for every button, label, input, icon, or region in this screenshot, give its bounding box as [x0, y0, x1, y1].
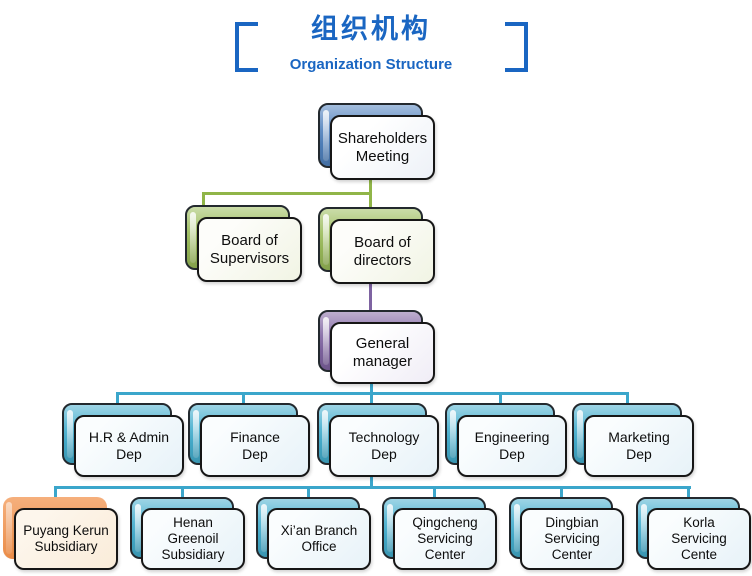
node-label: H.R & Admin Dep: [88, 429, 170, 462]
node-label: Technology Dep: [348, 429, 420, 462]
node-front-shape: H.R & Admin Dep: [74, 415, 184, 477]
node-front-shape: General manager: [330, 322, 435, 384]
node-front-shape: Xi’an Branch Office: [267, 508, 371, 570]
connector-dep-drop-2: [242, 392, 245, 406]
node-front-shape: Qingcheng Servicing Center: [393, 508, 497, 570]
page-title-english: Organization Structure: [289, 56, 453, 73]
node-front-shape: Korla Servicing Cente: [647, 508, 751, 570]
connector-technology-down: [370, 468, 373, 488]
connector-directors-to-gm: [369, 272, 372, 316]
org-node-dingbian-servicing-center: Dingbian Servicing Center: [509, 497, 624, 570]
connector-bottom-drop-2: [181, 486, 184, 502]
connector-supervisors-drop: [202, 192, 205, 212]
org-node-engineering-dep: Engineering Dep: [445, 403, 567, 477]
connector-bottom-drop-5: [560, 486, 563, 502]
page-title-chinese: 组织机构: [311, 14, 431, 44]
node-front-shape: Board of Supervisors: [197, 217, 302, 282]
node-label: Korla Servicing Cente: [671, 515, 727, 562]
org-node-board-of-supervisors: Board of Supervisors: [185, 205, 302, 282]
node-front-shape: Finance Dep: [200, 415, 310, 477]
node-front-shape: Board of directors: [330, 219, 435, 284]
connector-dep-drop-5: [626, 392, 629, 406]
node-front-shape: Dingbian Servicing Center: [520, 508, 624, 570]
connector-bottom-drop-3: [307, 486, 310, 502]
node-front-shape: Henan Greenoil Subsidiary: [141, 508, 245, 570]
node-label: Finance Dep: [230, 429, 280, 462]
org-node-finance-dep: Finance Dep: [188, 403, 310, 477]
node-label: Board of directors: [353, 233, 412, 269]
node-label: Puyang Kerun Subsidiary: [23, 523, 109, 554]
org-node-general-manager: General manager: [318, 310, 435, 384]
org-node-technology-dep: Technology Dep: [317, 403, 439, 477]
connector-bottom-drop-6: [687, 486, 690, 502]
node-front-shape: Technology Dep: [329, 415, 439, 477]
node-front-shape: Marketing Dep: [584, 415, 694, 477]
org-node-board-of-directors: Board of directors: [318, 207, 435, 284]
connector-shareholders-down: [369, 166, 372, 212]
node-label: General manager: [352, 335, 413, 370]
connector-bottom-drop-4: [433, 486, 436, 502]
connector-dep-drop-4: [499, 392, 502, 406]
node-label: Shareholders Meeting: [337, 129, 428, 165]
connector-bottom-drop-1: [54, 486, 57, 502]
node-label: Marketing Dep: [608, 429, 670, 462]
right-bracket-decoration: [505, 22, 528, 72]
node-label: Board of Supervisors: [209, 231, 290, 267]
connector-level2-horizontal: [202, 192, 372, 195]
node-label: Engineering Dep: [474, 429, 550, 462]
org-node-shareholders-meeting: Shareholders Meeting: [318, 103, 435, 180]
node-label: Dingbian Servicing Center: [544, 515, 600, 562]
org-node-hr-admin-dep: H.R & Admin Dep: [62, 403, 184, 477]
node-front-shape: Shareholders Meeting: [330, 115, 435, 180]
node-label: Henan Greenoil Subsidiary: [161, 515, 225, 562]
node-front-shape: Engineering Dep: [457, 415, 567, 477]
connector-bottom-horizontal: [54, 486, 691, 489]
left-bracket-decoration: [235, 22, 258, 72]
org-node-korla-servicing-center: Korla Servicing Cente: [636, 497, 751, 570]
org-node-puyang-kerun-subsidiary: Puyang Kerun Subsidiary: [3, 497, 118, 570]
connector-dep-drop-1: [116, 392, 119, 406]
node-label: Qingcheng Servicing Center: [412, 515, 478, 562]
org-node-marketing-dep: Marketing Dep: [572, 403, 694, 477]
org-node-henan-greenoil-subsidiary: Henan Greenoil Subsidiary: [130, 497, 245, 570]
node-label: Xi’an Branch Office: [280, 523, 358, 554]
org-node-qingcheng-servicing-center: Qingcheng Servicing Center: [382, 497, 497, 570]
node-front-shape: Puyang Kerun Subsidiary: [14, 508, 118, 570]
connector-dep-horizontal: [116, 392, 629, 395]
org-node-xian-branch-office: Xi’an Branch Office: [256, 497, 371, 570]
